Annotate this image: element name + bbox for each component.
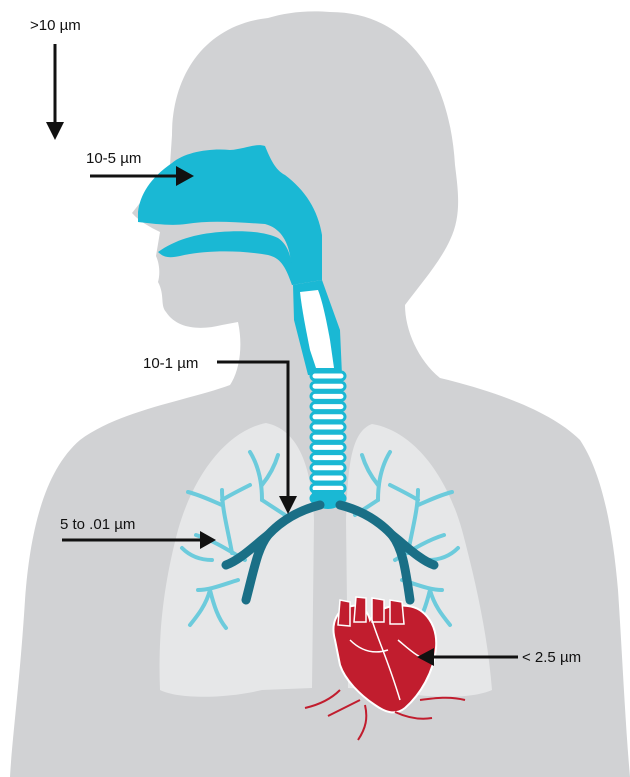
trachea-ring xyxy=(311,443,345,451)
label-heart: < 2.5 µm xyxy=(522,649,581,666)
trachea-ring xyxy=(311,423,345,431)
top-arrow-head xyxy=(46,122,64,140)
trachea-ring xyxy=(311,433,345,441)
trachea-ring xyxy=(311,372,345,380)
trachea-ring xyxy=(311,382,345,390)
trachea-ring xyxy=(311,474,345,482)
label-trachea: 10-1 µm xyxy=(143,355,198,372)
trachea-ring xyxy=(311,403,345,411)
trachea-ring xyxy=(311,454,345,462)
label-bronchi: 5 to .01 µm xyxy=(60,516,135,533)
label-nose: 10-5 µm xyxy=(86,150,141,167)
trachea-ring xyxy=(311,392,345,400)
trachea-rings xyxy=(311,372,345,509)
trachea-ring xyxy=(311,413,345,421)
label-top: >10 µm xyxy=(30,17,81,34)
trachea-ring xyxy=(311,464,345,472)
